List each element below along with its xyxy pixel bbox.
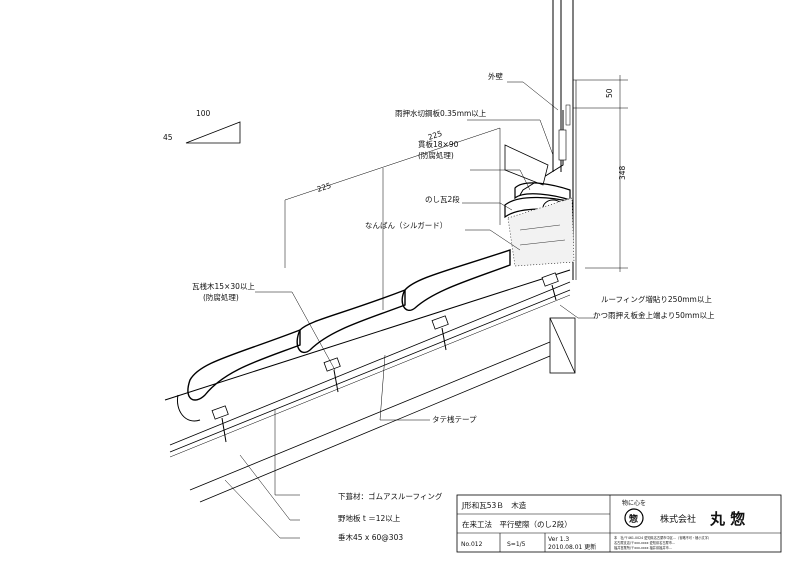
label-taruki: 垂木45 x 60@303 bbox=[338, 532, 403, 542]
label-sanzan: 瓦桟木15×30以上 bbox=[192, 281, 255, 291]
label-roofing-2: かつ雨押え板金上端より50mm以上 bbox=[593, 310, 715, 320]
title-date: 2010.08.01 更新 bbox=[548, 543, 596, 551]
dim-225-left: 225 bbox=[316, 181, 333, 194]
dimension-225: 225 225 bbox=[284, 127, 501, 310]
address-line-2: 名古屋支店/〒xxx-xxxx 愛知県名古屋市… bbox=[614, 540, 675, 545]
roof-tiles bbox=[176, 249, 559, 443]
nanban-mortar bbox=[507, 197, 575, 267]
address-line-1: 本 社/〒461-0024 愛知県名古屋市中区…（省略不可・極小文字） bbox=[614, 535, 711, 540]
title-no: No.012 bbox=[461, 541, 483, 548]
wall-base-block bbox=[549, 317, 576, 374]
dimension-lines-right: 50 348 bbox=[573, 75, 628, 272]
flashing-plate bbox=[504, 110, 567, 196]
label-nukiita: 貫板18×90 bbox=[418, 139, 459, 149]
label-nanban: なんばん（シルガード） bbox=[365, 220, 447, 230]
company-motto: 物に心を bbox=[622, 499, 646, 507]
title-block: J形和瓦53Ｂ 木造 在来工法 平行壁際（のし2段） No.012 S=1/5 … bbox=[456, 494, 782, 553]
title-scale: S=1/5 bbox=[507, 541, 526, 548]
roof-layers bbox=[164, 269, 571, 503]
title-line-2: 在来工法 平行壁際（のし2段） bbox=[462, 519, 572, 529]
label-tatesan: タテ桟テープ bbox=[432, 414, 477, 424]
company-logo bbox=[624, 508, 644, 528]
label-gaiheki: 外壁 bbox=[488, 71, 503, 81]
title-version: Ver 1.3 bbox=[548, 536, 569, 543]
address-line-3: 福井営業所/〒xxx-xxxx 福井県福井市… bbox=[614, 545, 672, 550]
dim-348-label: 348 bbox=[618, 165, 627, 180]
label-nojiita: 野地板 t ＝12以上 bbox=[338, 513, 401, 523]
label-amaosae: 雨押水切鋼板0.35mm以上 bbox=[395, 108, 487, 118]
label-roofing-1: ルーフィング増貼り250mm以上 bbox=[601, 294, 712, 304]
title-line-1: J形和瓦53Ｂ 木造 bbox=[461, 500, 527, 510]
dim-225-right: 225 bbox=[427, 129, 444, 142]
label-sanzan-sub: (防腐処理) bbox=[203, 292, 239, 302]
label-shitabuki: 下葺材：ゴムアスルーフィング bbox=[338, 491, 443, 501]
dim-50-label: 50 bbox=[605, 88, 614, 98]
label-noshi: のし瓦2段 bbox=[425, 194, 460, 204]
company-kabushiki: 株式会社 bbox=[660, 513, 696, 525]
slope-indicator: 100 45 bbox=[163, 109, 241, 144]
slope-run-label: 100 bbox=[196, 109, 211, 118]
company-name: 丸 惣 bbox=[709, 510, 745, 528]
leader-lines bbox=[224, 81, 595, 539]
svg-text:惣: 惣 bbox=[629, 513, 638, 525]
label-nukiita-sub: (防腐処理) bbox=[418, 150, 454, 160]
slope-rise-label: 45 bbox=[163, 133, 173, 142]
